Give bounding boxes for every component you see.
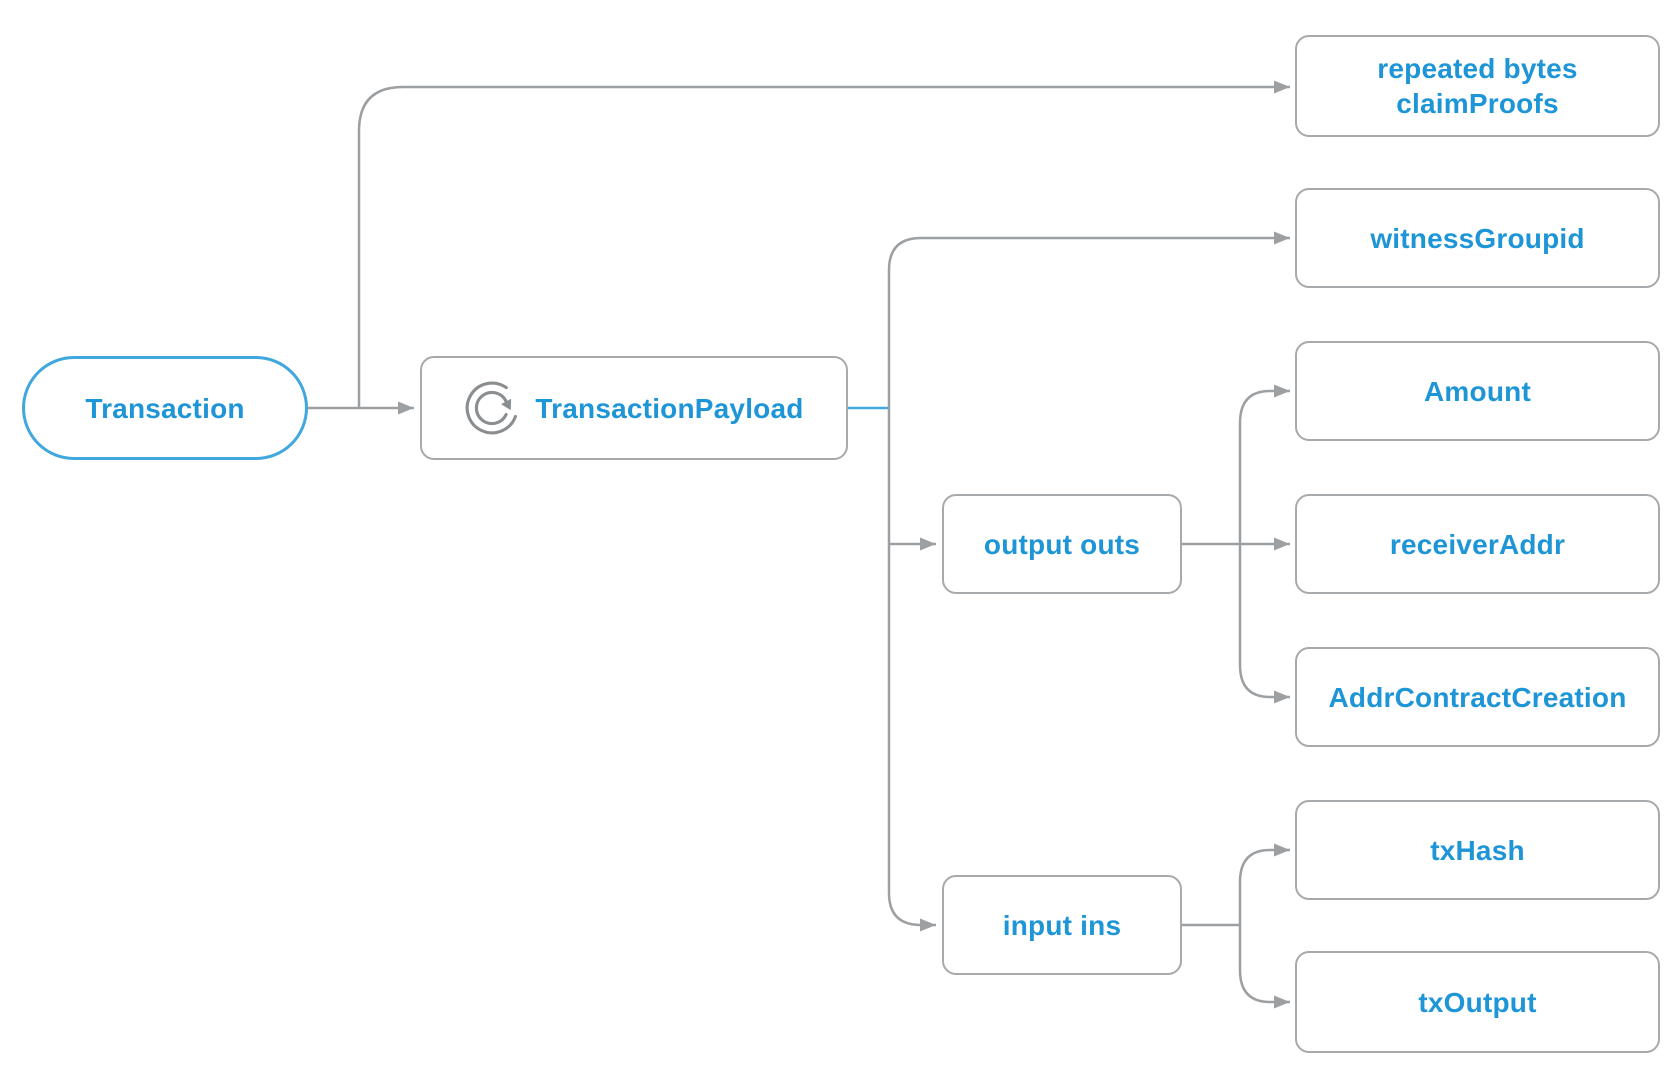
node-claim-proofs: repeated bytes claimProofs (1295, 35, 1660, 137)
node-amount: Amount (1295, 341, 1660, 441)
node-receiver-addr-label: receiverAddr (1389, 528, 1566, 560)
edge-outputouts-to-amount (1238, 384, 1290, 544)
node-tx-hash-label: txHash (1430, 834, 1525, 866)
edge-inputins-to-txhash (1238, 843, 1290, 925)
edge-payload-to-witnessgroupid (887, 231, 1290, 408)
refresh-icon (466, 381, 518, 435)
node-output-outs: output outs (942, 494, 1182, 594)
edge-inputins-to-txoutput (1238, 925, 1290, 1009)
node-tx-hash: txHash (1295, 800, 1660, 900)
node-input-ins-label: input ins (1002, 909, 1122, 941)
node-tx-output: txOutput (1295, 951, 1660, 1053)
node-transaction-label: Transaction (85, 392, 245, 424)
node-claim-proofs-label: repeated bytes claimProofs (1377, 53, 1578, 119)
node-input-ins: input ins (942, 875, 1182, 975)
node-witness-groupid: witnessGroupid (1295, 188, 1660, 288)
node-tx-output-label: txOutput (1418, 986, 1537, 1018)
node-transaction-payload-label: TransactionPayload (535, 392, 804, 424)
node-addr-contract-creation: AddrContractCreation (1295, 647, 1660, 747)
edge-outputouts-to-addrcontractcreation (1238, 544, 1290, 704)
node-addr-contract-creation-label: AddrContractCreation (1328, 681, 1627, 713)
node-transaction: Transaction (22, 356, 308, 460)
node-amount-label: Amount (1424, 375, 1531, 407)
node-transaction-payload: TransactionPayload (420, 356, 848, 460)
node-witness-groupid-label: witnessGroupid (1370, 222, 1585, 254)
node-receiver-addr: receiverAddr (1295, 494, 1660, 594)
node-output-outs-label: output outs (983, 528, 1141, 560)
edge-transaction-to-claimproofs (357, 80, 1290, 408)
edge-payload-to-inputins (887, 408, 936, 932)
